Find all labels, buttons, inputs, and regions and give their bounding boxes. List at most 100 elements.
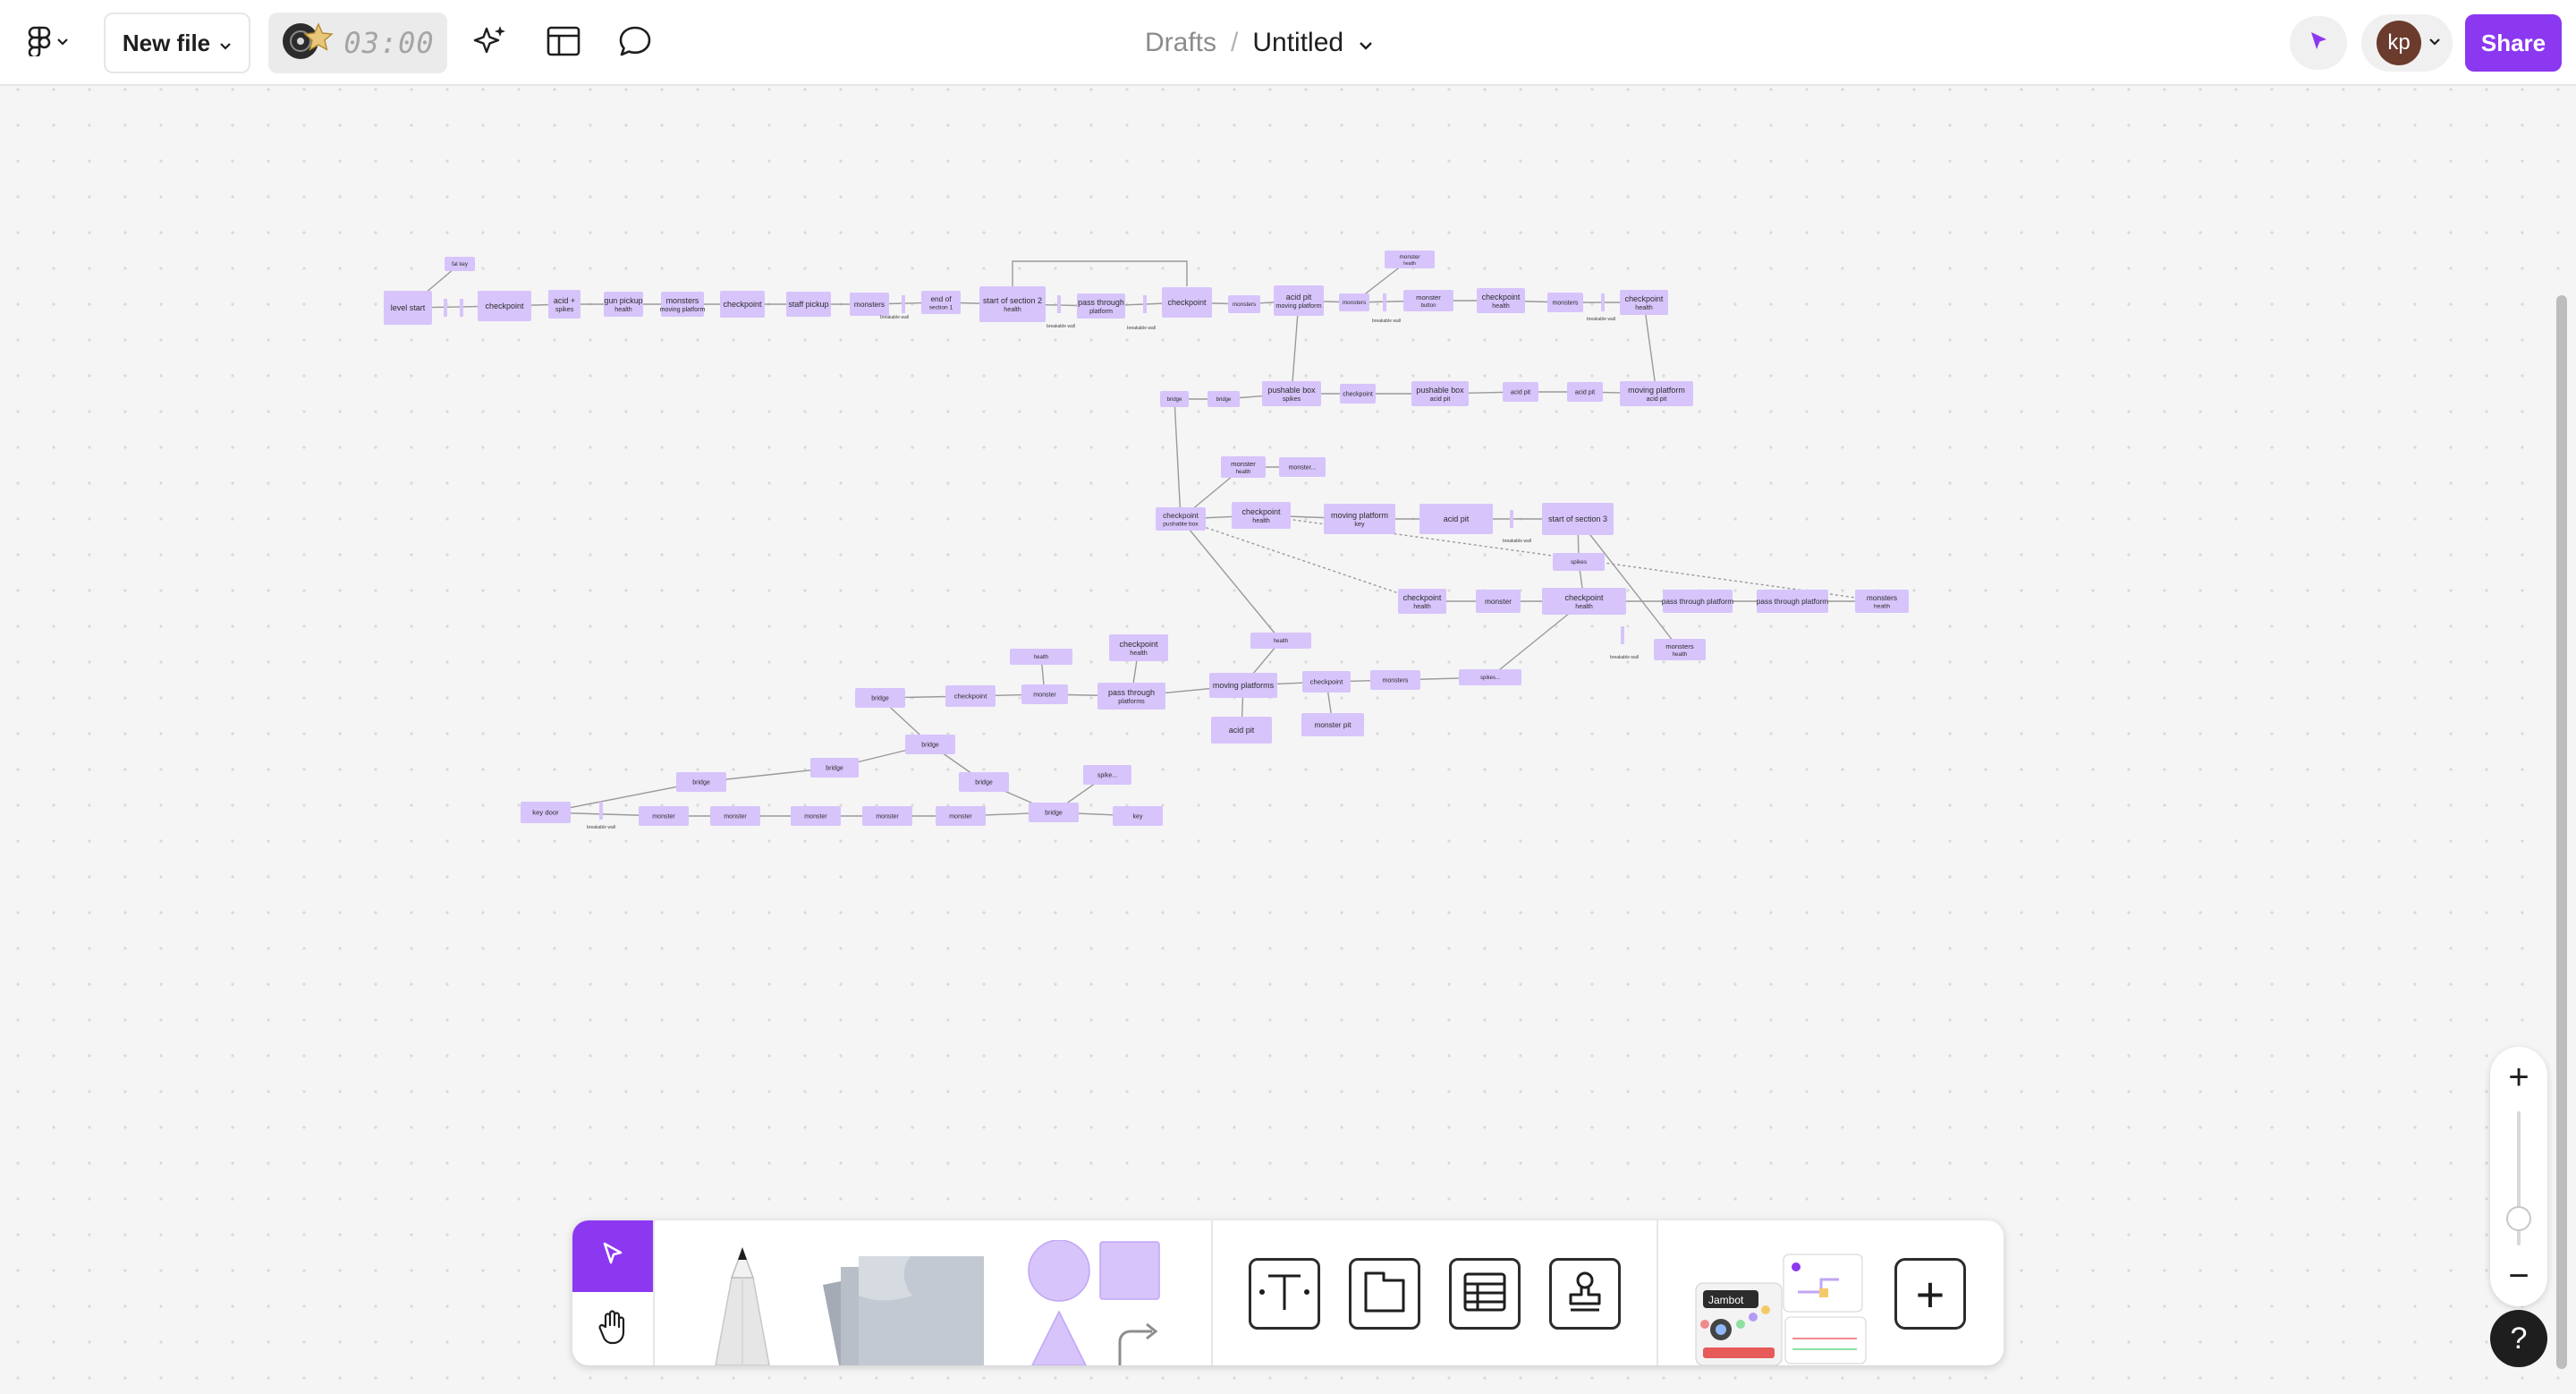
diagram-node[interactable]: monster	[639, 806, 689, 826]
diagram-node[interactable]: monsters	[1339, 293, 1369, 311]
diagram-node[interactable]: monsters	[1228, 295, 1260, 313]
diagram-node[interactable]: bridge	[855, 688, 905, 708]
diagram-node[interactable]: spikes	[1553, 553, 1605, 571]
zoom-slider-handle[interactable]	[2506, 1206, 2531, 1231]
file-title[interactable]: Untitled	[1252, 28, 1344, 57]
diagram-node[interactable]: monster	[1476, 590, 1521, 613]
diagram-node[interactable]: bridge	[810, 758, 859, 778]
cursor-chat-button[interactable]	[2290, 16, 2347, 70]
diagram-node[interactable]: monster	[862, 806, 912, 826]
sticky-note-tool-button[interactable]	[805, 1247, 1002, 1365]
share-button[interactable]: Share	[2465, 14, 2562, 72]
diagram-node[interactable]: monster	[1021, 684, 1068, 704]
diagram-node[interactable]: acid +spikes	[548, 290, 580, 319]
diagram-node[interactable]: monster	[791, 806, 841, 826]
zoom-out-button[interactable]: −	[2508, 1255, 2529, 1296]
diagram-node[interactable]: bridge	[1160, 391, 1189, 407]
diagram-node[interactable]: acid pit	[1419, 504, 1493, 534]
diagram-node[interactable]: bridge	[1029, 803, 1079, 822]
diagram-node[interactable]: acid pit	[1503, 382, 1538, 402]
diagram-node[interactable]: fat key	[445, 257, 475, 271]
diagram-node[interactable]: monsters	[1370, 670, 1420, 690]
diagram-node[interactable]: staff pickup	[786, 292, 831, 317]
zoom-in-button[interactable]: +	[2508, 1057, 2529, 1097]
diagram-node[interactable]: checkpoint	[945, 685, 996, 707]
hand-tool-button[interactable]	[572, 1292, 653, 1365]
diagram-node[interactable]: key	[1113, 806, 1163, 826]
diagram-node[interactable]: acid pit	[1567, 382, 1603, 402]
comment-button[interactable]	[610, 21, 660, 64]
diagram-node[interactable]: acid pit	[1211, 717, 1272, 744]
stamp-tool-button[interactable]	[1549, 1258, 1621, 1330]
user-menu[interactable]: kp	[2361, 14, 2453, 72]
widgets-tool-button[interactable]: Jambot	[1685, 1247, 1873, 1365]
diagram-node[interactable]: pass through platform	[1757, 590, 1828, 613]
chevron-down-icon[interactable]	[1358, 28, 1374, 58]
diagram-node[interactable]: monster	[710, 806, 760, 826]
help-button[interactable]: ?	[2490, 1310, 2547, 1367]
diagram-node[interactable]: monster pit	[1301, 713, 1364, 736]
breadcrumb-drafts-link[interactable]: Drafts	[1145, 28, 1217, 57]
diagram-node[interactable]: monster...	[1279, 457, 1326, 477]
diagram-node[interactable]: monsters	[1547, 293, 1583, 312]
diagram-node[interactable]: health	[1010, 649, 1072, 665]
text-tool-button[interactable]	[1249, 1258, 1320, 1330]
main-menu-button[interactable]	[21, 21, 75, 64]
zoom-slider-track[interactable]	[2517, 1111, 2521, 1245]
diagram-node[interactable]: bridge	[676, 772, 726, 792]
diagram-node[interactable]: checkpoint	[478, 291, 531, 321]
move-tool-button[interactable]	[572, 1220, 653, 1292]
diagram-node[interactable]: bridge	[905, 735, 955, 754]
marker-tool-button[interactable]	[698, 1242, 787, 1365]
diagram-node[interactable]: checkpoint	[1302, 671, 1351, 693]
whiteboard-canvas[interactable]: level start checkpoint acid +spikes gun pic…	[0, 88, 2576, 1394]
layout-button[interactable]	[538, 21, 589, 64]
shapes-tool-button[interactable]	[1023, 1239, 1166, 1365]
timer-widget[interactable]: 03:00	[268, 13, 447, 73]
diagram-node[interactable]: bridge	[1208, 391, 1240, 407]
more-tools-button[interactable]: +	[1894, 1258, 1966, 1330]
diagram-node[interactable]: key door	[521, 802, 571, 823]
diagram-node[interactable]: checkpoint	[1162, 287, 1212, 318]
diagram-node[interactable]: moving platforms	[1209, 673, 1277, 698]
diagram-node[interactable]: pass through platform	[1662, 590, 1733, 613]
diagram-node[interactable]: monsters	[850, 293, 889, 316]
table-tool-button[interactable]	[1449, 1258, 1521, 1330]
diagram-node[interactable]: spike...	[1083, 765, 1131, 785]
diagram-node[interactable]: health	[1250, 633, 1311, 649]
diagram-node[interactable]: start of section 3	[1542, 503, 1614, 535]
ai-sparkle-button[interactable]	[465, 21, 515, 64]
new-file-button[interactable]: New file	[104, 13, 250, 73]
vertical-scrollbar[interactable]	[2556, 295, 2567, 1369]
diagram-node[interactable]: checkpoint	[1340, 384, 1376, 404]
diagram-node[interactable]: checkpoint	[720, 291, 765, 318]
diagram-node[interactable]: bridge	[959, 772, 1009, 792]
diagram-node[interactable]: monster	[936, 806, 986, 826]
diagram-node[interactable]: level start	[384, 291, 432, 325]
diagram-node[interactable]: spikes...	[1459, 669, 1521, 685]
section-tool-button[interactable]	[1349, 1258, 1420, 1330]
